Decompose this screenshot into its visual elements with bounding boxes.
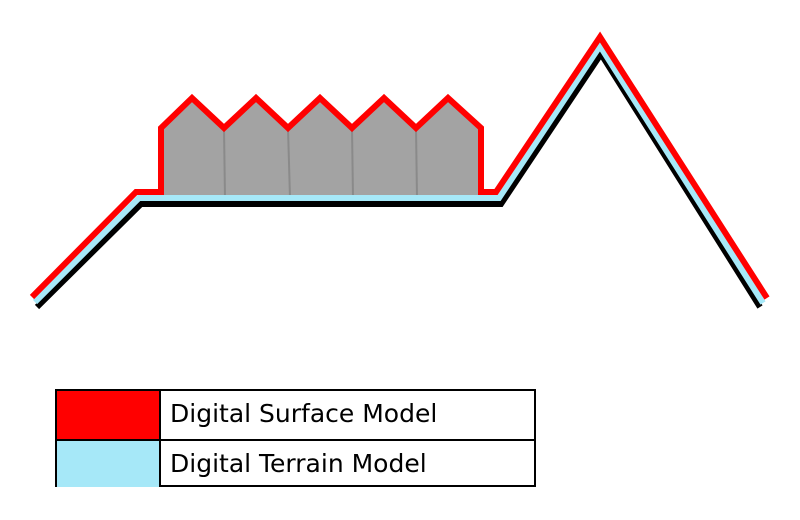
legend-label-dtm: Digital Terrain Model bbox=[170, 449, 427, 478]
legend-item-dsm: Digital Surface Model bbox=[57, 391, 534, 439]
legend-label-dsm: Digital Surface Model bbox=[170, 399, 438, 428]
legend: Digital Surface Model Digital Terrain Mo… bbox=[55, 389, 536, 487]
dsm-dtm-diagram bbox=[29, 31, 770, 310]
buildings-fill bbox=[161, 98, 481, 198]
dsm-line bbox=[29, 31, 770, 300]
building-dividers bbox=[223, 127, 418, 199]
dsm-swatch bbox=[57, 391, 161, 439]
dtm-line bbox=[32, 40, 766, 305]
legend-item-dtm: Digital Terrain Model bbox=[57, 439, 534, 487]
ground-line bbox=[34, 48, 763, 310]
dtm-swatch bbox=[57, 441, 161, 487]
